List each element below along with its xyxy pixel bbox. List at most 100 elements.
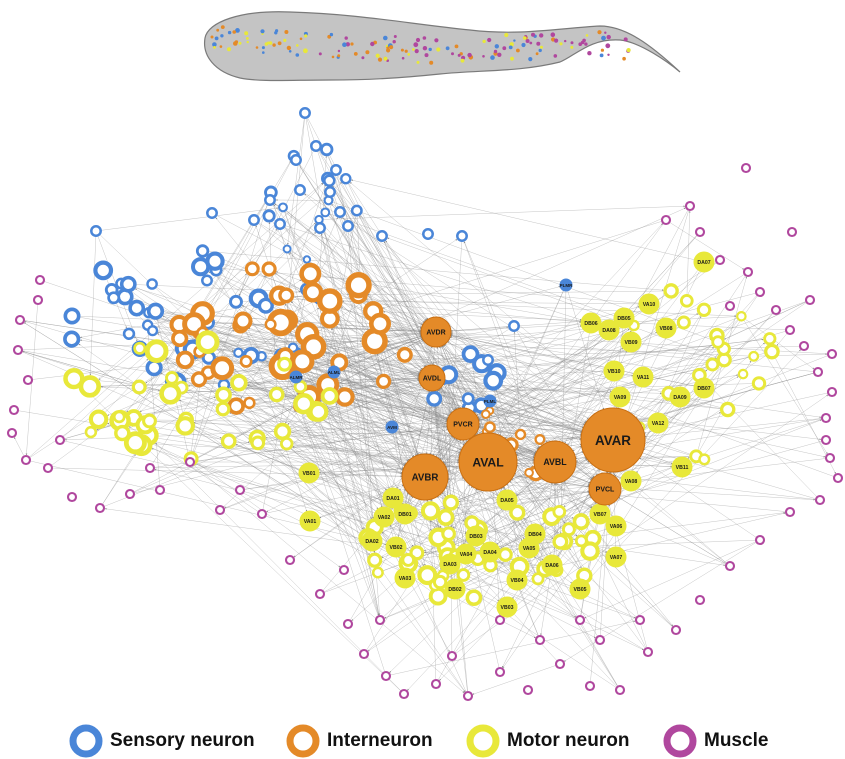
- sensory-node: [508, 320, 520, 332]
- node-label: DA08: [602, 328, 615, 334]
- motor-node: [437, 508, 455, 527]
- worm-cell-dot: [393, 35, 397, 38]
- sensory-node: [262, 209, 276, 223]
- sensory-node: [195, 244, 210, 258]
- worm-cell-dot: [457, 53, 461, 57]
- edge: [540, 332, 590, 636]
- sensory-node: [90, 225, 102, 237]
- muscle-node: [740, 162, 752, 174]
- sensory-node: [147, 325, 159, 337]
- edge: [351, 179, 695, 260]
- sensory-node: [63, 307, 81, 325]
- edge: [154, 425, 448, 468]
- node-label: DB05: [617, 316, 630, 322]
- muscle-node: [522, 684, 534, 696]
- interneuron-node: [243, 396, 256, 410]
- edge: [292, 447, 439, 543]
- hub-label: PVCL: [596, 487, 615, 494]
- legend: Sensory neuron Interneuron Motor neuron …: [0, 723, 845, 759]
- motor-node: [442, 494, 460, 511]
- edge: [667, 421, 826, 458]
- sensory-node: [320, 207, 331, 218]
- interneuron-node: [175, 350, 195, 370]
- edge: [556, 482, 559, 506]
- edge: [383, 490, 590, 527]
- motor-node: [175, 416, 195, 436]
- worm-cell-dot: [460, 58, 465, 63]
- motor-node: [131, 379, 147, 395]
- sensory-node: [146, 302, 165, 320]
- interneuron-node: [227, 397, 245, 415]
- edge: [639, 457, 757, 538]
- muscle-node: [660, 214, 672, 226]
- worm-cell-dot: [607, 53, 610, 56]
- worm-cell-dot: [234, 40, 239, 44]
- worm-cell-dot: [286, 45, 292, 51]
- sensory-node: [278, 202, 288, 213]
- edge: [559, 290, 567, 535]
- worm-cell-dot: [238, 41, 242, 45]
- edge: [288, 252, 438, 576]
- vb08-node: [655, 317, 677, 339]
- worm-cell-dot: [508, 45, 513, 50]
- edge: [395, 387, 424, 423]
- muscle-node: [670, 624, 682, 636]
- legend-label-muscle: Muscle: [704, 730, 769, 751]
- node-label: DA05: [500, 498, 513, 504]
- hub-label: AVBR: [412, 472, 439, 483]
- worm-cell-dot: [383, 56, 388, 61]
- sensory-node: [310, 140, 322, 152]
- worm-cell-dot: [275, 29, 279, 33]
- edge: [513, 331, 521, 429]
- edge: [438, 330, 632, 680]
- worm-cell-dot: [587, 51, 592, 56]
- worm-cell-dot: [414, 49, 419, 54]
- worm-cell-dot: [246, 37, 249, 40]
- worm-cell-dot: [303, 48, 308, 54]
- muscle-node: [614, 684, 626, 696]
- motor-node: [420, 501, 441, 521]
- worm-cell-dot: [261, 46, 265, 50]
- da04-node: [479, 541, 501, 563]
- edge: [142, 418, 590, 488]
- motor-node: [277, 356, 293, 372]
- motor-node: [711, 335, 725, 349]
- node-label: VA12: [652, 421, 665, 427]
- edge: [381, 471, 537, 557]
- edge: [704, 380, 817, 497]
- worm-cell-dot: [246, 40, 249, 44]
- vb03-node: [496, 596, 518, 618]
- edge: [446, 496, 592, 579]
- motor-node: [552, 533, 569, 550]
- worm-cell-dot: [235, 28, 240, 33]
- edge: [444, 381, 699, 458]
- vb01-node: [298, 462, 320, 484]
- edge: [14, 437, 24, 456]
- edge: [319, 150, 429, 320]
- edge: [429, 383, 447, 455]
- sensory-node: [302, 255, 312, 264]
- muscle-node: [534, 634, 546, 646]
- edge: [209, 251, 664, 291]
- edge: [293, 290, 301, 294]
- sensory-node: [350, 204, 363, 217]
- worm-cell-dot: [220, 25, 225, 29]
- edge: [101, 207, 279, 231]
- edge: [134, 407, 474, 494]
- sensory-node: [314, 222, 326, 234]
- motor-node: [552, 504, 567, 519]
- motor-node: [195, 330, 220, 355]
- edge: [229, 411, 404, 471]
- hub-label: AVBL: [543, 457, 567, 467]
- worm-cell-dot: [361, 56, 365, 60]
- muscle-node: [42, 462, 54, 474]
- node-label: AVM: [387, 425, 397, 430]
- va08-node: [620, 470, 642, 492]
- worm-cell-dot: [404, 49, 408, 53]
- muscle-node: [284, 554, 296, 566]
- worm-cell-dot: [451, 52, 454, 56]
- edge: [332, 203, 589, 420]
- muscle-node: [694, 226, 706, 238]
- muscle-node: [22, 374, 34, 386]
